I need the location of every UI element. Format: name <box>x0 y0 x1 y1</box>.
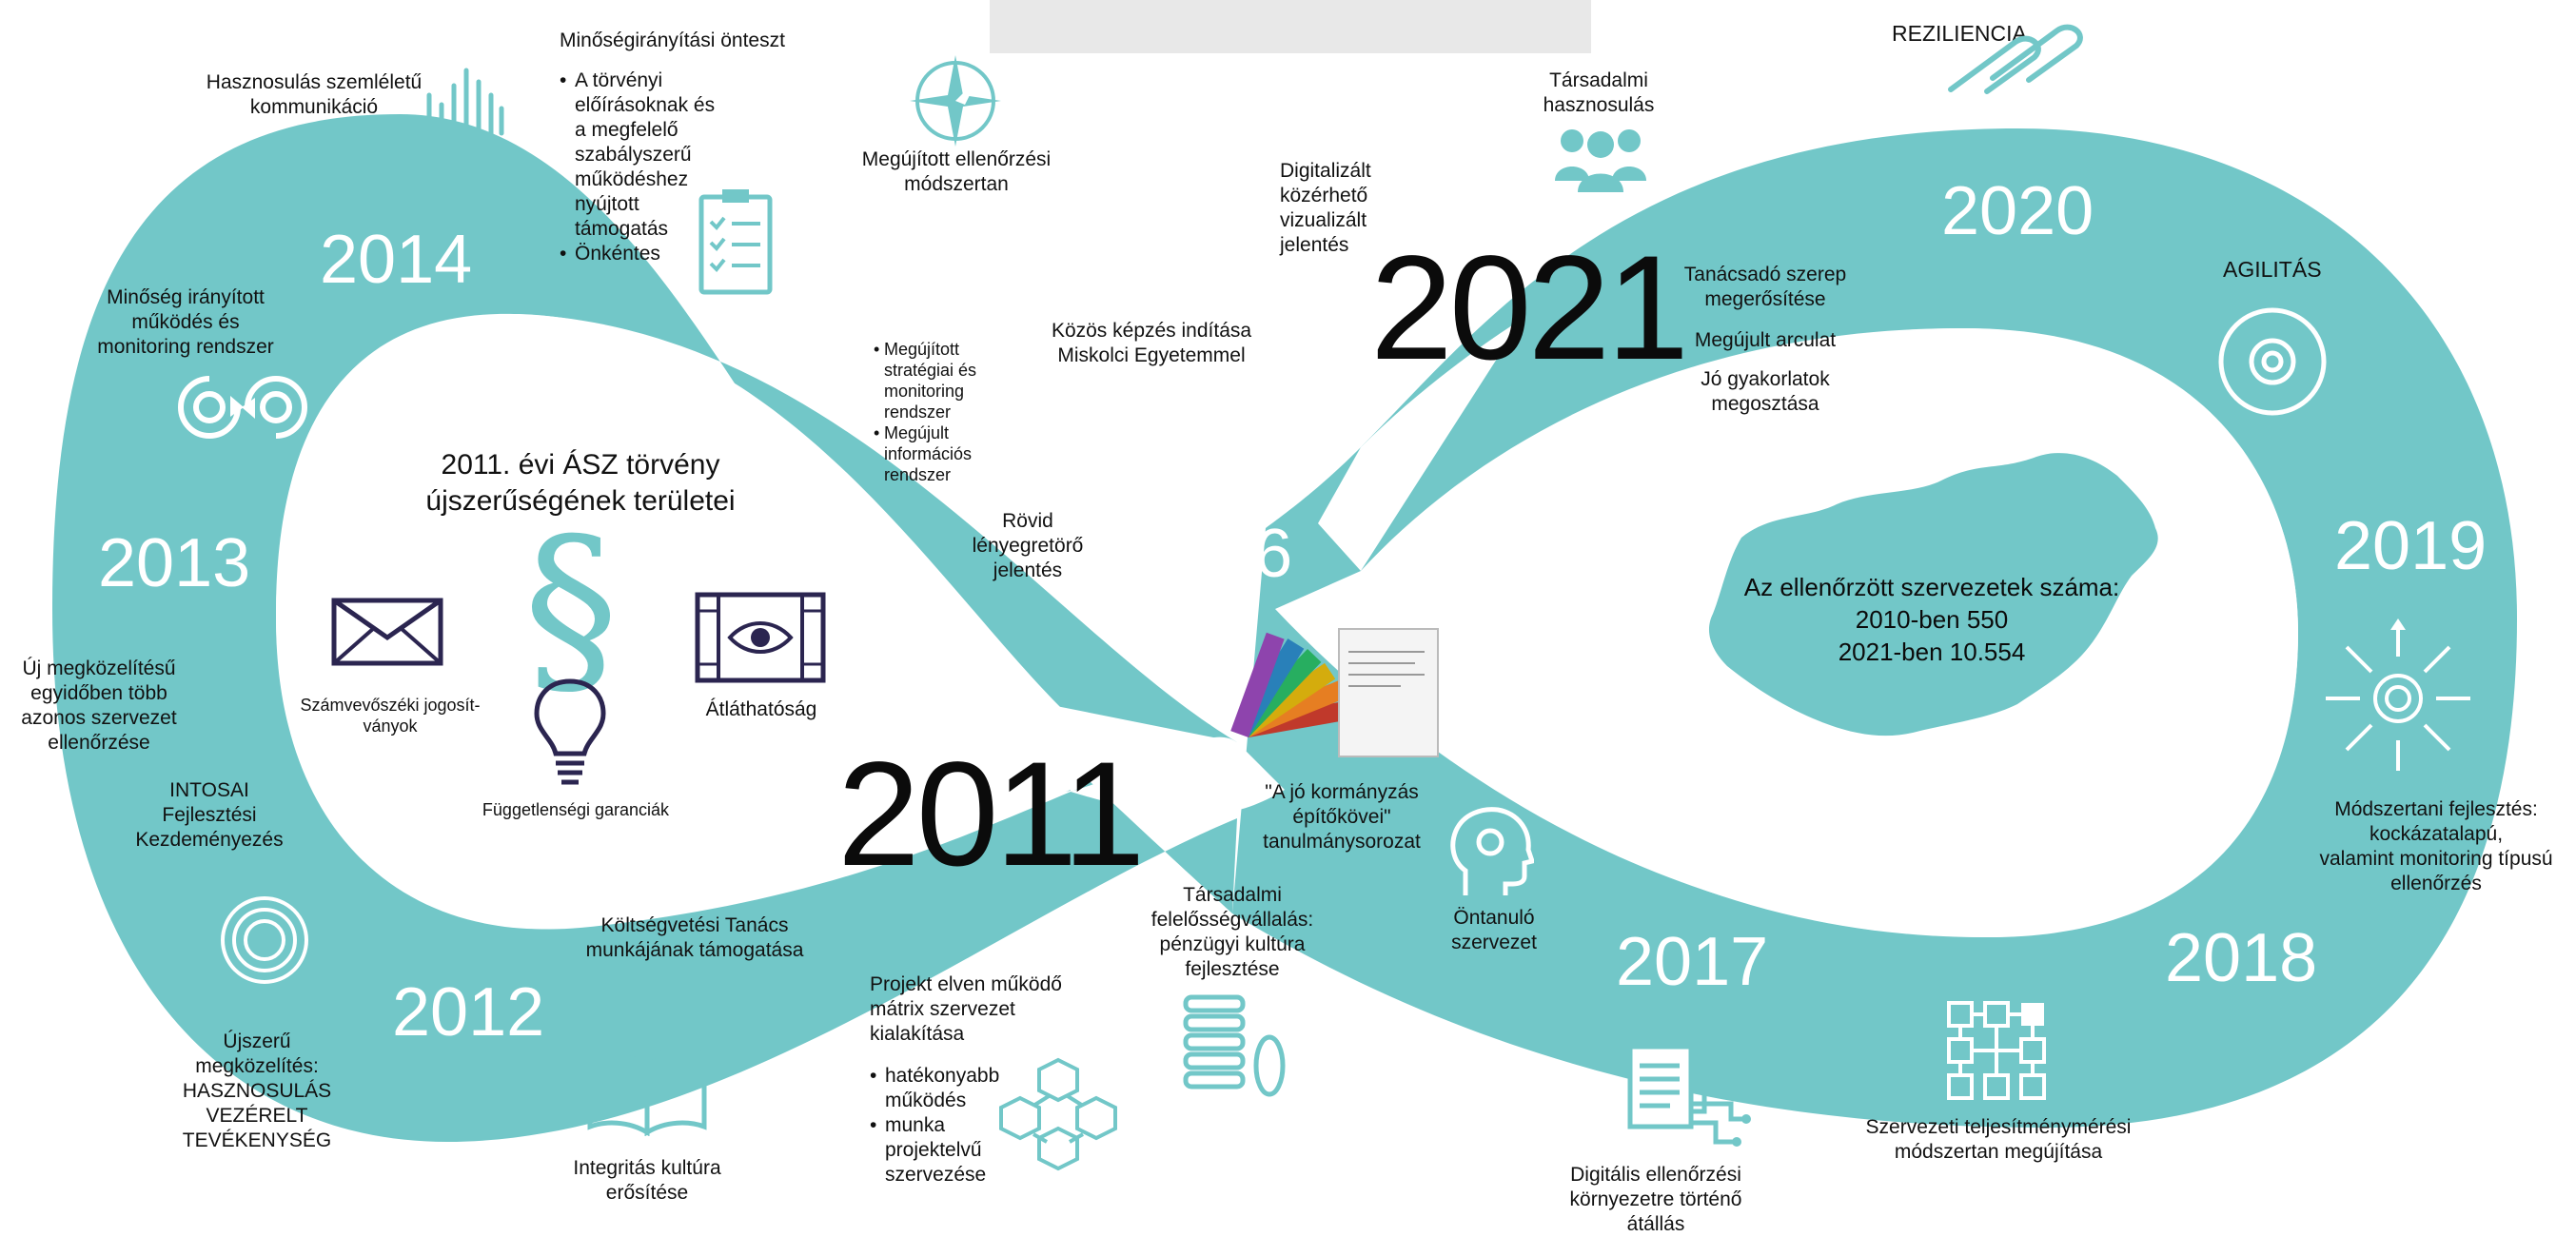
new-branding-label: Megújult arculat <box>1694 329 1837 351</box>
quality-selftest-title: Minőségirányítási önteszt <box>560 29 785 51</box>
coins-stack-icon <box>1183 994 1286 1097</box>
clipboard-checklist-icon <box>698 189 773 295</box>
graduation-cap-icon <box>1071 380 1196 458</box>
utilization-communication-label: Hasznosulás szemléletű kommunikáció <box>206 71 423 118</box>
matrix-org-label: Projekt elven működő mátrix szervezet ki… <box>870 973 1062 1045</box>
hungary-map-icon <box>1708 453 2158 736</box>
year-2016: 2016 <box>1140 516 1293 592</box>
quality-management-label: Minőség irányított működés és monitoring… <box>97 286 274 358</box>
integrity-culture-label: Integritás kultúra erősítése <box>573 1157 721 1204</box>
top-gray-band <box>990 0 1591 53</box>
documents-network-icon <box>1627 1029 1751 1147</box>
utilization-driven-label: Újszerű megközelítés: HASZNOSULÁS VEZÉRE… <box>182 1031 332 1151</box>
pillar-rights-label: Számvevőszéki jogosít- ványok <box>300 696 481 736</box>
resilience-label: REZILIENCIA <box>1892 21 2027 46</box>
year-2021-highlight: 2021 <box>1370 226 1689 391</box>
head-gear-icon <box>1450 807 1534 895</box>
pillar-transparency-label: Átláthatóság <box>705 698 817 720</box>
joint-training-label: Közös képzés indítása Miskolci Egyetemme… <box>1051 320 1252 366</box>
infinity-ribbon <box>52 114 2517 1142</box>
social-utilization-label: Társadalmi hasznosulás <box>1543 69 1655 116</box>
paperclip-chain-icon <box>1948 24 2083 94</box>
lightbulb-icon <box>534 678 606 785</box>
arrows-radial-icon <box>2326 618 2470 771</box>
year-2018: 2018 <box>2165 920 2318 996</box>
lower-left-gap <box>1071 736 1285 815</box>
gear-cycle-icon <box>2218 307 2327 416</box>
soundwave-icon <box>426 68 504 168</box>
short-report-label: Rövid lényegretörő jelentés <box>972 510 1084 581</box>
renewed-methodology-label: Megújított ellenőrzési módszertan <box>861 148 1052 195</box>
social-responsibility-label: Társadalmi felelősségvállalás: pénzügyi … <box>1150 884 1314 980</box>
report-fan-icon <box>1230 628 1439 757</box>
envelope-icon <box>331 598 443 666</box>
target-circles-icon <box>221 896 308 984</box>
open-book-icon <box>587 1048 707 1136</box>
year-2012: 2012 <box>392 974 545 1050</box>
year-2017: 2017 <box>1616 924 1769 1000</box>
intosai-label: INTOSAI Fejlesztési Kezdeményezés <box>135 779 284 851</box>
quality-selftest-list: A törvényi előírásoknak és a megfelelő s… <box>560 69 717 266</box>
good-governance-label: "A jó kormányzás építőkövei" tanulmányso… <box>1263 781 1421 853</box>
year-2015: 2015 <box>866 246 1019 323</box>
year-2013: 2013 <box>98 525 251 601</box>
advisory-role-label: Tanácsadó szerep megerősítése <box>1683 264 1847 310</box>
asz-law-title: 2011. évi ÁSZ törvény újszerűségének ter… <box>425 449 736 517</box>
digital-audit-label: Digitális ellenőrzési környezetre történ… <box>1569 1164 1742 1235</box>
people-group-icon <box>1555 129 1646 192</box>
audited-orgs-count: Az ellenőrzött szervezetek száma: 2010-b… <box>1743 573 2120 666</box>
year-2011-highlight: 2011 <box>837 732 1145 897</box>
matrix-org-list: hatékonyabb működés munka projektelvű sz… <box>870 1064 1013 1188</box>
gears-cycle-icon <box>178 376 307 439</box>
best-practices-label: Jó gyakorlatok megosztása <box>1701 368 1830 415</box>
digital-report-label: Digitalizált közérhető vizualizált jelen… <box>1280 160 1371 256</box>
cubes-network-icon <box>999 1057 1117 1171</box>
budget-council-label: Költségvetési Tanács munkájának támogatá… <box>585 914 804 961</box>
year-2020: 2020 <box>1941 173 2094 249</box>
agility-label: AGILITÁS <box>2223 257 2322 282</box>
self-learning-label: Öntanuló szervezet <box>1451 907 1537 953</box>
strategy-system-list: Megújított stratégiai és monitoring rend… <box>874 339 997 485</box>
year-2019: 2019 <box>2334 508 2488 584</box>
org-performance-label: Szervezeti teljesítménymérési módszertan… <box>1865 1116 2132 1163</box>
pillar-independence-label: Függetlenségi garanciák <box>482 800 670 819</box>
compass-icon <box>910 55 1001 147</box>
year-2014: 2014 <box>320 222 473 298</box>
org-chart-icon <box>1947 1001 2046 1100</box>
paragraph-icon: § <box>523 498 619 719</box>
new-approach-audit-label: Új megközelítésű egyidőben több azonos s… <box>21 658 177 754</box>
eye-window-icon <box>695 592 826 683</box>
upper-right-gap <box>1318 319 1523 571</box>
methodology-dev-label: Módszertani fejlesztés: kockázatalapú, v… <box>2319 798 2553 894</box>
